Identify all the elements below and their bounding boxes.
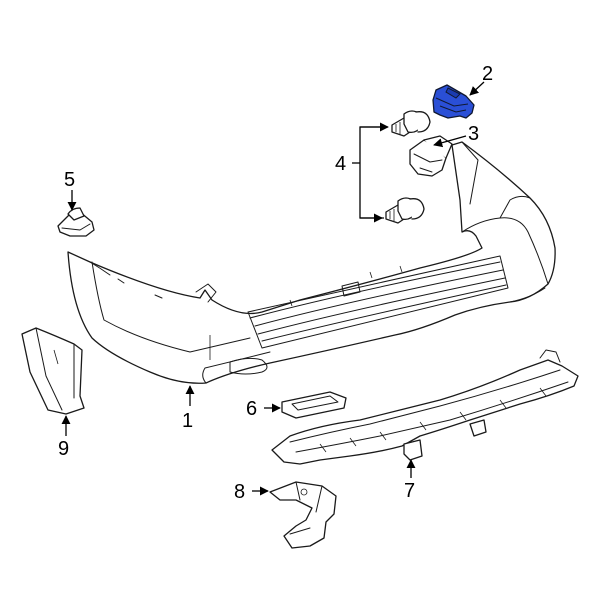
part-7-reinforcement-beam[interactable]	[271, 349, 579, 465]
callout-leaders	[61, 81, 485, 496]
callout-4: 4	[335, 153, 346, 175]
part-6-pad[interactable]	[281, 391, 347, 419]
part-8-mounting-bracket[interactable]	[269, 481, 337, 549]
part-4-lower-clip[interactable]	[385, 197, 425, 224]
part-9-side-molding[interactable]	[21, 327, 85, 415]
part-5-retainer-clip[interactable]	[57, 207, 95, 237]
callout-8: 8	[234, 481, 245, 503]
callout-2: 2	[482, 63, 493, 85]
part-4-upper-clip[interactable]	[391, 110, 431, 137]
callout-5: 5	[64, 169, 75, 191]
callout-6: 6	[246, 398, 257, 420]
part-1-bumper-cover[interactable]	[67, 141, 556, 384]
callout-labels: 1 2 3 4 5 6 7 8 9	[58, 63, 493, 503]
part-2-bracket[interactable]	[432, 84, 475, 119]
callout-7: 7	[404, 480, 415, 502]
callout-1: 1	[182, 410, 193, 432]
callout-3: 3	[468, 123, 479, 145]
callout-9: 9	[58, 438, 69, 460]
